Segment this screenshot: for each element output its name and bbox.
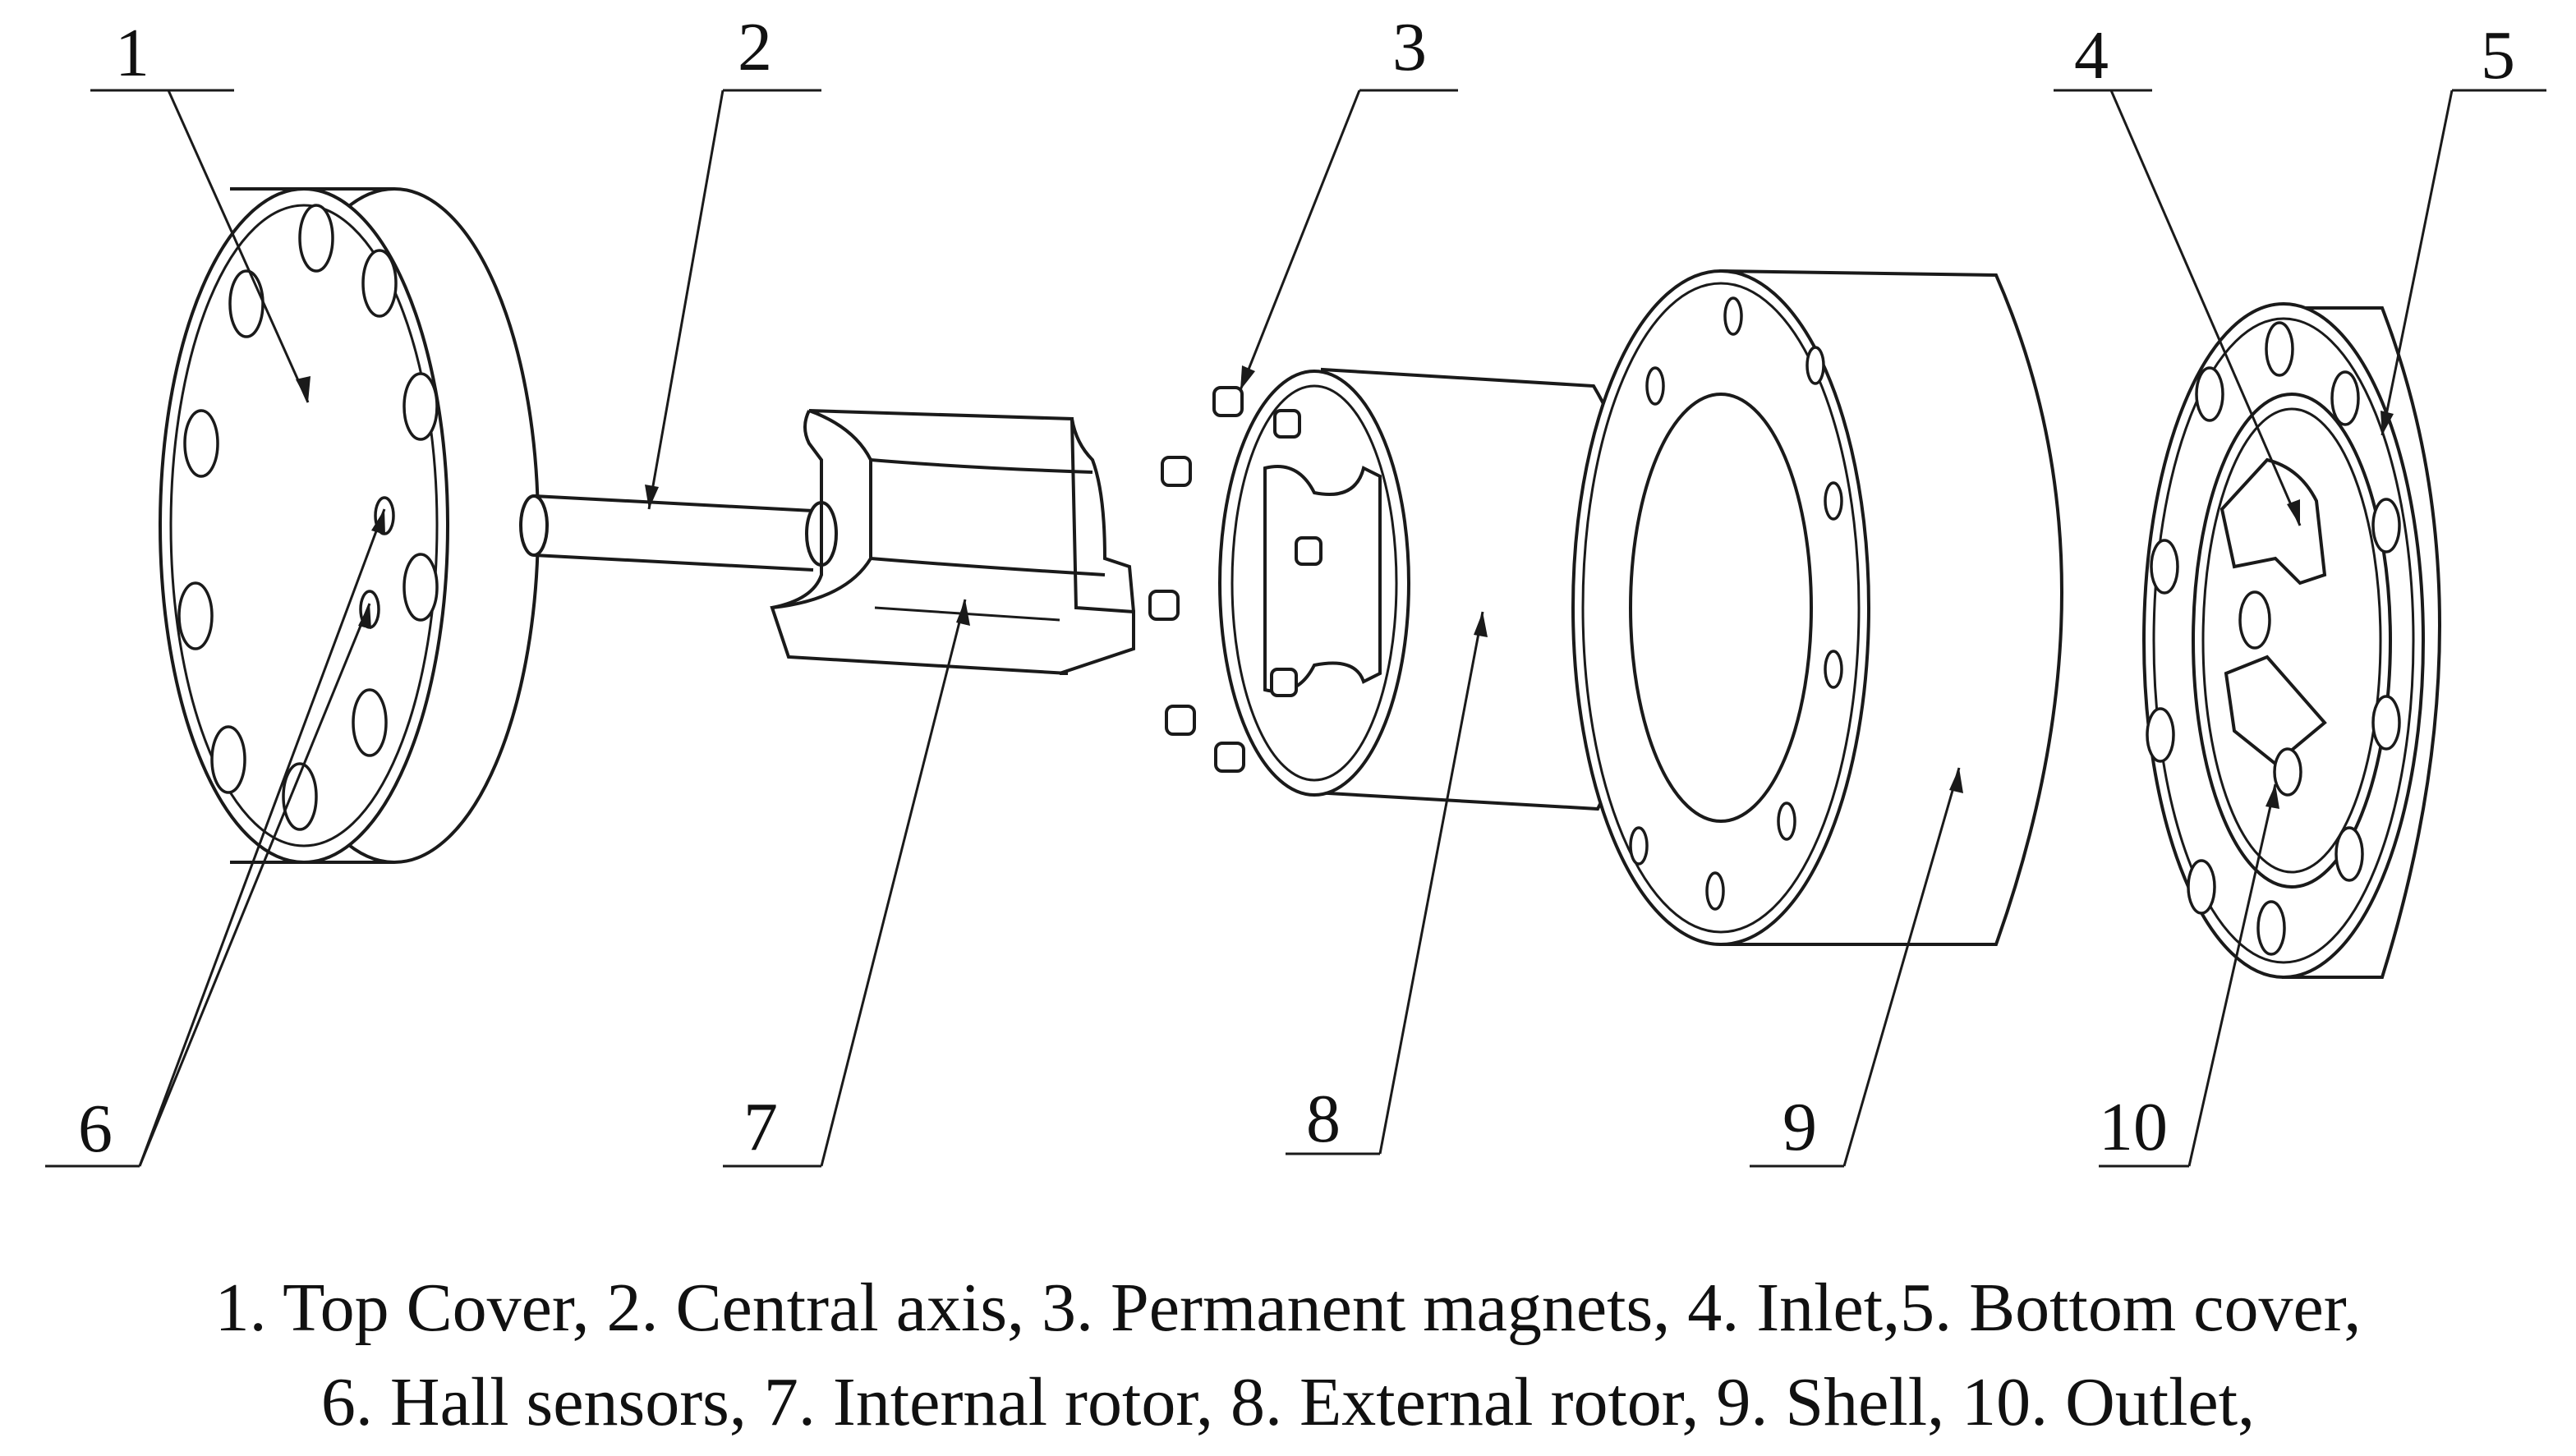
permanent-magnets-part [1148, 386, 1245, 773]
figure-caption: 1. Top Cover, 2. Central axis, 3. Perman… [215, 1270, 2362, 1440]
callout-9: 9 [1782, 1089, 1817, 1165]
shell-part [1571, 269, 2063, 946]
callout-6: 6 [78, 1091, 113, 1167]
caption-line-1: 1. Top Cover, 2. Central axis, 3. Perman… [215, 1270, 2362, 1346]
bottom-cover-part [2142, 302, 2441, 979]
callout-1: 1 [115, 15, 150, 91]
external-rotor-part [1218, 367, 1645, 811]
central-axis-part [519, 494, 838, 572]
caption-line-2: 6. Hall sensors, 7. Internal rotor, 8. E… [321, 1364, 2255, 1440]
leader-lines [45, 89, 2546, 1168]
callout-10: 10 [2099, 1089, 2168, 1165]
callout-numbers: 1 2 3 4 5 6 7 8 9 10 [78, 9, 2515, 1167]
leader-arrowheads [296, 365, 2394, 809]
top-cover-part [159, 187, 540, 864]
internal-rotor-part [770, 409, 1135, 675]
callout-7: 7 [743, 1089, 778, 1165]
callout-8: 8 [1306, 1081, 1341, 1157]
callout-3: 3 [1392, 9, 1427, 85]
callout-4: 4 [2074, 17, 2109, 94]
callout-2: 2 [738, 9, 772, 85]
callout-5: 5 [2481, 17, 2515, 94]
